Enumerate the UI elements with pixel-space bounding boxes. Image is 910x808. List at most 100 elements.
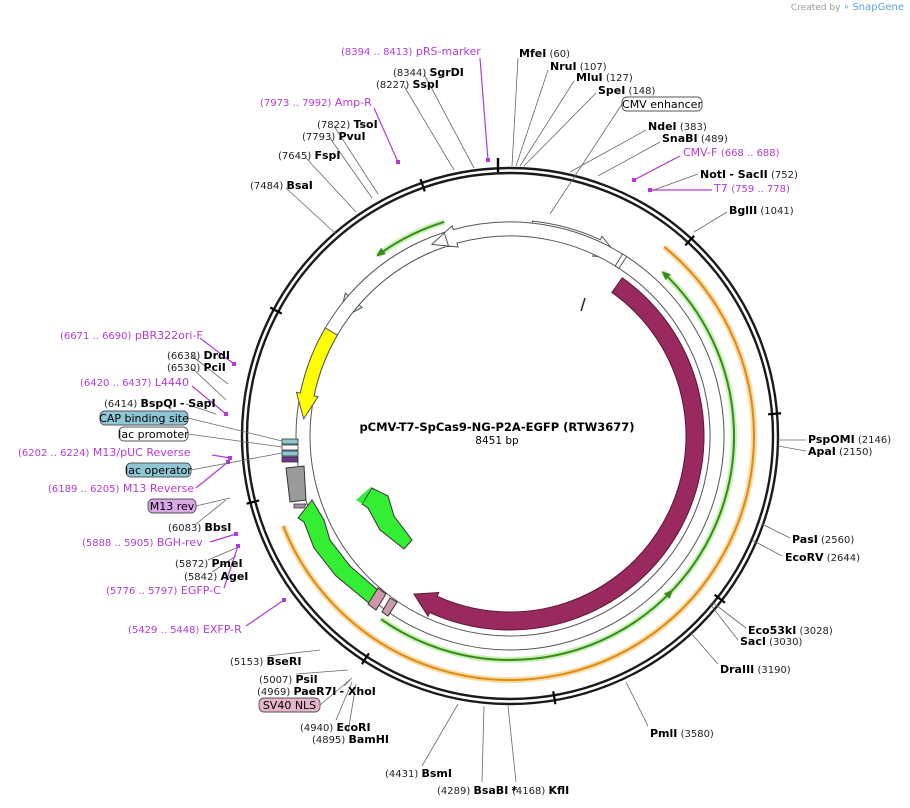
site-position: (1041) — [760, 206, 793, 217]
credit-brand: SnapGene — [852, 2, 904, 13]
primer-name: M13 Reverse — [123, 482, 194, 495]
primer-name: M13/pUC Reverse — [93, 446, 191, 459]
site-name: PvuI — [338, 130, 365, 143]
site-leader-line — [421, 703, 459, 767]
site-label: (8344) SgrDI — [393, 66, 464, 79]
site-label: EcoRV (2644) — [785, 551, 860, 564]
primer-range: (668 .. 688) — [721, 148, 780, 159]
feature-box-label: CMV enhancer — [622, 98, 702, 111]
site-leader-line — [335, 681, 353, 721]
site-label: BglII (1041) — [729, 204, 794, 217]
site-position: (7822) — [317, 120, 350, 131]
primer-label: (6202 .. 6224) M13/pUC Reverse — [18, 446, 191, 459]
feature-label-box — [147, 498, 197, 514]
site-leader-line — [519, 80, 575, 167]
orf-orange-arc — [282, 246, 755, 681]
lac-region-block — [281, 444, 299, 451]
site-name: BspQI — [140, 397, 176, 410]
site-leader-line — [211, 555, 237, 573]
primer-label: (5888 .. 5905) BGH-rev — [82, 536, 203, 549]
ampr-promoter-arrow — [295, 221, 725, 651]
site-position: (3028) — [800, 626, 833, 637]
site-leader-line — [305, 157, 357, 213]
snapgene-logo-icon: ∘ — [843, 2, 850, 13]
site-position: (6530) — [167, 363, 200, 374]
site-name: TsoI — [353, 118, 377, 131]
primer-leader-line — [195, 461, 229, 489]
site-label: SacI (3030) — [740, 635, 803, 648]
site-leader-line — [647, 173, 699, 193]
primer-label: (6420 .. 6437) L4440 — [80, 376, 189, 389]
site-name: BsmI — [421, 767, 452, 780]
site-name: PmeI — [211, 557, 242, 570]
site-leader-line — [185, 403, 217, 415]
site-name: FspI — [314, 149, 340, 162]
site-position: (489) — [701, 134, 728, 145]
site-name: NruI — [550, 60, 577, 73]
site-leader-line — [693, 211, 728, 233]
site-position: (3190) — [757, 665, 790, 676]
orf-green-arc-1 — [662, 271, 736, 590]
feature-box-label: lac promoter — [118, 428, 189, 441]
primer-range: (6671 .. 6690) — [60, 331, 132, 342]
site-leader-line — [191, 367, 227, 401]
tick-mark — [246, 499, 260, 505]
site-position: (5153) — [230, 657, 263, 668]
primer-marker-icon — [226, 460, 230, 464]
primer-leader-line — [209, 533, 237, 543]
primer-marker-icon — [236, 544, 240, 548]
site-leader-line — [709, 603, 739, 641]
primer-label: CMV-F (668 .. 688) — [683, 146, 780, 159]
site-position: (2150) — [839, 447, 872, 458]
site-label: NruI (107) — [550, 60, 607, 73]
site-leader-line — [689, 631, 719, 665]
site-label: PspOMI (2146) — [808, 433, 891, 446]
site-labels: MfeI (60)NruI (107)MluI (127)SpeI (148)N… — [18, 45, 891, 797]
site-label: NotI - SacII (752) — [700, 168, 798, 181]
site-position: (7793) — [302, 132, 335, 143]
site-label: (5842) AgeI — [184, 570, 248, 583]
site-name: BamHI — [348, 733, 389, 746]
site-name: KflI — [548, 784, 569, 797]
orf-arrow-icon — [663, 589, 673, 600]
site-name: BseRI — [266, 655, 301, 668]
site-label: (8227) SspI — [376, 78, 439, 91]
primer-leader-line — [245, 599, 285, 627]
flag-block — [381, 597, 398, 617]
site-position: (4168) — [512, 786, 545, 797]
site-position: (127) — [606, 73, 633, 84]
site-position: (383) — [680, 122, 707, 133]
feature-label-box — [118, 426, 189, 442]
feature-box-label: SV40 NLS — [263, 699, 316, 712]
site-leader-line — [761, 523, 791, 539]
primer-leader-line — [223, 545, 239, 589]
box-leader-line — [190, 452, 283, 471]
site-position: (3030) — [769, 637, 802, 648]
primer-name: L4440 — [155, 376, 189, 389]
feature-arcs — [280, 219, 757, 683]
site-position: (4431) — [385, 769, 418, 780]
site-leader-line — [597, 141, 661, 177]
site-leader-line — [511, 57, 519, 167]
site-position: (4289) — [437, 786, 470, 797]
tick-mark — [552, 691, 557, 705]
tick-mark — [713, 593, 726, 604]
site-label: (4969) PaeR7I - XhoI — [257, 685, 376, 698]
kozak-mark — [580, 297, 586, 312]
site-label: NdeI (383) — [648, 120, 707, 133]
tick-mark — [269, 306, 283, 315]
site-name: EcoRI — [336, 721, 370, 734]
backbone-outer-ring — [240, 166, 780, 706]
site-position: (6083) — [168, 523, 201, 534]
primer-marker-icon — [486, 158, 490, 162]
primer-marker-icon — [224, 412, 228, 416]
backbone — [240, 166, 780, 706]
site-name: NotI — [700, 168, 726, 181]
primer-label: (6189 .. 6205) M13 Reverse — [48, 482, 194, 495]
primer-label: (7973 .. 7992) Amp-R — [260, 96, 372, 109]
site-leader-line — [329, 137, 373, 199]
tick-mark — [360, 652, 370, 665]
site-name: PsiI — [295, 673, 317, 686]
site-label: PasI (2560) — [792, 533, 854, 546]
